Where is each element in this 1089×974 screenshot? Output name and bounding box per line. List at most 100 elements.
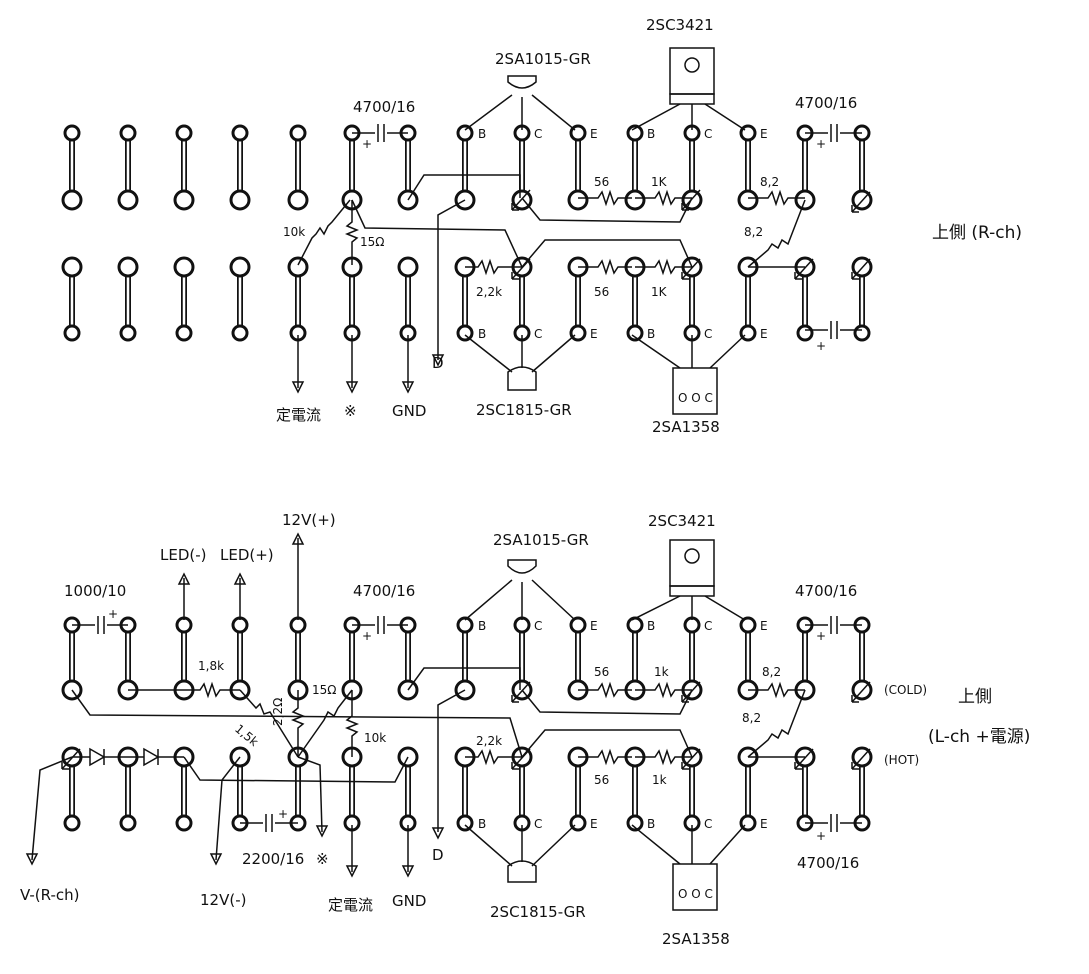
pad (119, 814, 137, 832)
bot-r82-low-label: 8,2 (742, 711, 761, 725)
top-r56-low-label: 56 (594, 285, 609, 299)
bot-r22k-label: 2,2k (476, 734, 502, 748)
pad (456, 814, 474, 832)
bot-lbl-12m: 12V(-) (200, 891, 246, 909)
pin-label-c: C (704, 127, 712, 141)
bot-strip-upper-11 (681, 616, 703, 701)
bot-r1k-up (635, 681, 692, 699)
top-arrow-cc (291, 335, 305, 394)
pad (456, 616, 474, 634)
top-strip-upper-12 (737, 124, 759, 211)
top-strip-upper-14 (851, 124, 873, 211)
top-strip-lower-0 (61, 256, 83, 342)
bot-lbl-cold: (COLD) (884, 683, 927, 697)
pad (626, 324, 644, 342)
bot-strip-upper-7 (454, 616, 476, 701)
pad (117, 189, 139, 211)
pad (119, 124, 137, 142)
pad (61, 256, 83, 278)
pad (624, 189, 646, 211)
bot-strip-upper-0 (61, 616, 83, 701)
bot-lbl-12p: 12V(+) (282, 511, 336, 529)
bot-strip-lower-6 (397, 746, 419, 832)
top-r10k-label: 10k (283, 225, 305, 239)
pin-label-c: C (704, 327, 712, 341)
pad (229, 256, 251, 278)
top-cap-lower-right-plus: + (816, 339, 826, 353)
bot-r1k-up-label: 1k (654, 665, 669, 679)
pad (63, 124, 81, 142)
top-strip-lower-13 (794, 256, 816, 342)
bot-wire-mark (297, 756, 323, 833)
bot-cap-1000 (72, 616, 128, 634)
bot-r56-up (578, 681, 632, 699)
pin-label-c: C (534, 817, 542, 831)
bot-arrow-cc (345, 825, 359, 878)
top-side-label: 上側 (R-ch) (932, 223, 1022, 243)
bot-strip-upper-4 (287, 616, 309, 701)
top-2sa1015-body (507, 75, 537, 89)
top-r1k-up-label: 1K (651, 175, 668, 189)
top-2sc1815-label: 2SC1815-GR (476, 401, 572, 419)
bot-lbl-led-m: LED(-) (160, 546, 207, 564)
top-2sc1815-leads (464, 334, 576, 373)
bot-r82-up-label: 8,2 (762, 665, 781, 679)
bot-arrow-gnd (401, 825, 415, 878)
top-arrow-d (431, 354, 445, 367)
pad (287, 256, 309, 278)
bot-2sc1815-leads (464, 824, 576, 867)
bot-strip-upper-3 (229, 616, 251, 701)
pad (626, 814, 644, 832)
top-r10k (297, 199, 351, 266)
top-strip-upper-3 (229, 124, 251, 211)
bot-cap-right-low-label: 4700/16 (797, 854, 859, 872)
top-cap-right-label: 4700/16 (795, 94, 857, 112)
top-wire-1 (407, 174, 521, 201)
top-strip-lower-11 (681, 256, 703, 342)
pin-label-b: B (647, 619, 655, 633)
bot-2sc1815-label: 2SC1815-GR (490, 903, 586, 921)
bot-r10k-label: 10k (364, 731, 386, 745)
pad (175, 324, 193, 342)
bot-strip-lower-12 (737, 746, 759, 832)
arrow-marker (681, 258, 701, 280)
arrow-marker (851, 258, 871, 280)
top-2sc3421-hole (684, 57, 700, 73)
arrow-marker (681, 748, 701, 770)
bot-strip-upper-5 (341, 616, 363, 701)
pad (61, 189, 83, 211)
pin-label-b: B (478, 619, 486, 633)
top-strip-lower-14 (851, 256, 873, 342)
pin-label-c: C (534, 327, 542, 341)
top-strip-lower-4 (287, 256, 309, 342)
bot-r56-low (578, 748, 632, 766)
pad (796, 324, 814, 342)
pad (175, 814, 193, 832)
bot-side-label-2: (L-ch +電源) (928, 727, 1030, 747)
bot-r82-low (747, 689, 806, 758)
pad (175, 124, 193, 142)
top-strip-upper-1 (117, 124, 139, 211)
bot-r56-low-label: 56 (594, 773, 609, 787)
top-r1k-up (635, 189, 692, 207)
pin-label-e: E (760, 327, 768, 341)
top-strip-lower-1 (117, 256, 139, 342)
pad (626, 616, 644, 634)
bot-strip-lower-2 (173, 746, 195, 832)
top-r82-low-label: 8,2 (744, 225, 763, 239)
pad (567, 189, 589, 211)
top-r1k-low-label: 1K (651, 285, 668, 299)
arrow-marker (511, 189, 531, 211)
bot-lbl-led-p: LED(+) (220, 546, 274, 564)
bot-lbl-cc: 定電流 (328, 896, 373, 914)
top-strip-upper-7 (454, 124, 476, 211)
bot-strip-upper-2 (173, 616, 195, 701)
bot-2sa1358-leads (631, 824, 746, 865)
pad (231, 124, 249, 142)
bot-2sa1358-label: 2SA1358 (662, 930, 730, 948)
bot-lbl-vm: V-(R-ch) (20, 886, 79, 904)
pin-label-e: E (760, 127, 768, 141)
top-2sc3421-body (669, 47, 715, 95)
bot-strip-upper-9 (567, 616, 589, 701)
